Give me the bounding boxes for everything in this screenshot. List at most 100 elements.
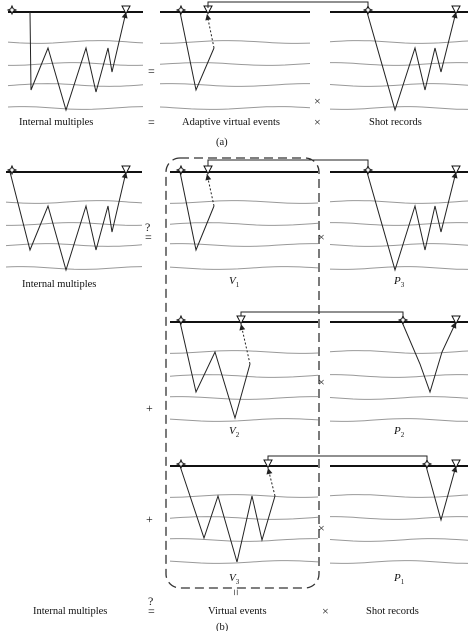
panel-p1-layer-line [330, 516, 469, 520]
panel-v3-layer-line [169, 538, 318, 542]
panel-a-internal-multiples-layer-line [7, 83, 144, 87]
label-internal-multiples-bottom: Internal multiples [33, 606, 107, 617]
connector-row2 [240, 311, 404, 316]
panel-p3-ray-path [366, 171, 457, 272]
panel-a-adaptive-virtual-events [159, 4, 311, 110]
panel-b-internal-multiples-layer-line [6, 222, 143, 226]
operator-times-row2: × [318, 375, 325, 389]
panel-v1-layer-line [169, 266, 319, 270]
panel-b-internal-multiples-ray-path [9, 171, 127, 272]
label-part-b: (b) [216, 622, 229, 631]
panel-b-internal-multiples [5, 164, 143, 272]
panel-a-internal-multiples-layer-line [8, 62, 144, 66]
panel-v3-ray-path [179, 465, 276, 563]
panel-v3 [169, 458, 319, 564]
operator-times-a-top: × [314, 94, 321, 108]
panel-v3-layer-line [169, 516, 319, 520]
operator-equals-a-top: = [148, 64, 155, 78]
panel-a-shot-records-ray-path [366, 11, 457, 112]
panel-p3 [329, 164, 469, 272]
panel-label-v3: V3 [229, 572, 240, 586]
label-internal-multiples-a: Internal multiples [19, 117, 93, 128]
panel-p2-arrow-head [450, 322, 457, 329]
operator-times-bottom: × [322, 604, 329, 618]
panel-label-p3: P3 [393, 275, 405, 289]
panel-a-shot-records-source-icon [362, 4, 374, 16]
panel-p3-layer-line [329, 243, 469, 247]
operator-question-equals-top: ? [145, 220, 150, 234]
panel-a-adaptive-virtual-events-layer-line [159, 62, 311, 66]
panel-v1-layer-line [169, 243, 318, 247]
panel-v2-dashed-ray [240, 323, 251, 365]
panel-v3-layer-line [169, 560, 319, 564]
label-part-a: (a) [216, 137, 228, 148]
panel-a-internal-multiples-ray-path [29, 11, 127, 112]
operator-times-row1: × [318, 230, 325, 244]
panel-v1-ray-path [179, 171, 215, 252]
panel-a-shot-records-receiver-icon [451, 5, 461, 15]
operator-plus-row3: + [146, 512, 153, 526]
panel-a-adaptive-virtual-events-ray-path [179, 11, 215, 92]
panel-p3-layer-line [329, 200, 469, 204]
panel-p1-layer-line [329, 538, 469, 542]
panel-label-v1: V1 [229, 275, 240, 289]
panel-a-adaptive-virtual-events-layer-line [159, 83, 310, 87]
panel-label-v2: V2 [229, 425, 240, 439]
panel-p2-layer-line [329, 350, 469, 354]
connector-row1 [207, 159, 369, 166]
panel-v2-source-icon [175, 314, 187, 326]
label-virtual-events: Virtual events [208, 606, 267, 617]
label-shot-records-a: Shot records [369, 117, 422, 128]
operator-question-equals-bottom-bar: = [148, 604, 155, 618]
panels-layer [5, 4, 469, 564]
panel-v2-ray-path [179, 321, 251, 420]
panel-p2-layer-line [329, 396, 469, 400]
operator-equals-a-bottom: = [148, 115, 155, 129]
panel-a-shot-records-layer-line [329, 106, 469, 110]
panel-b-internal-multiples-source-icon [6, 164, 18, 176]
operator-question-equals-bottom: ? [148, 594, 153, 608]
panel-v1-layer-line [169, 222, 319, 226]
panel-label-p2: P2 [393, 425, 405, 439]
panel-a-shot-records-layer-line [330, 62, 469, 66]
operator-question-equals-top-bar: = [145, 230, 152, 244]
panel-p1 [329, 458, 469, 564]
panel-p2 [329, 314, 469, 422]
panel-p3-receiver-icon [451, 165, 461, 175]
panel-label-p1: P1 [393, 572, 405, 586]
panel-a-adaptive-virtual-events-source-icon [175, 4, 187, 16]
panel-v2-layer-line [169, 418, 319, 422]
connector-row3 [267, 455, 428, 460]
panel-p1-layer-line [329, 494, 469, 498]
panel-p2-receiver-icon [451, 315, 461, 325]
panel-a-shot-records-layer-line [329, 40, 469, 44]
panel-p3-layer-line [329, 266, 469, 270]
virtual-events-dashed-box [165, 157, 320, 589]
panel-p1-layer-line [329, 560, 469, 564]
panel-p2-layer-line [330, 374, 469, 378]
panel-v3-arrow-head [266, 468, 273, 475]
panel-p2-ray-path [401, 321, 457, 394]
panel-v1 [169, 164, 319, 270]
panel-p1-source-icon [421, 458, 433, 470]
connector-a [207, 1, 369, 8]
panel-a-adaptive-virtual-events-arrow-head [205, 14, 212, 21]
panel-a-shot-records-layer-line [329, 83, 469, 87]
operator-plus-row2: + [146, 401, 153, 415]
panel-p2-layer-line [329, 418, 469, 422]
panel-p2-source-icon [397, 314, 409, 326]
panel-v2 [169, 314, 319, 422]
panel-p3-layer-line [330, 222, 469, 226]
panel-v2-layer-line [169, 396, 318, 400]
panel-a-adaptive-virtual-events-layer-line [159, 106, 311, 110]
panel-v2-arrow-head [239, 324, 246, 331]
panel-v3-layer-line [169, 494, 319, 498]
panel-a-internal-multiples-receiver-icon [121, 5, 131, 15]
panel-v2-layer-line [169, 374, 319, 378]
panel-a-internal-multiples-source-icon [6, 4, 18, 16]
panel-a-internal-multiples [6, 4, 144, 112]
panel-a-adaptive-virtual-events-layer-line [159, 40, 311, 44]
panel-b-internal-multiples-layer-line [5, 200, 143, 204]
panel-b-internal-multiples-receiver-icon [121, 165, 131, 175]
panel-b-internal-multiples-layer-line [5, 266, 143, 270]
